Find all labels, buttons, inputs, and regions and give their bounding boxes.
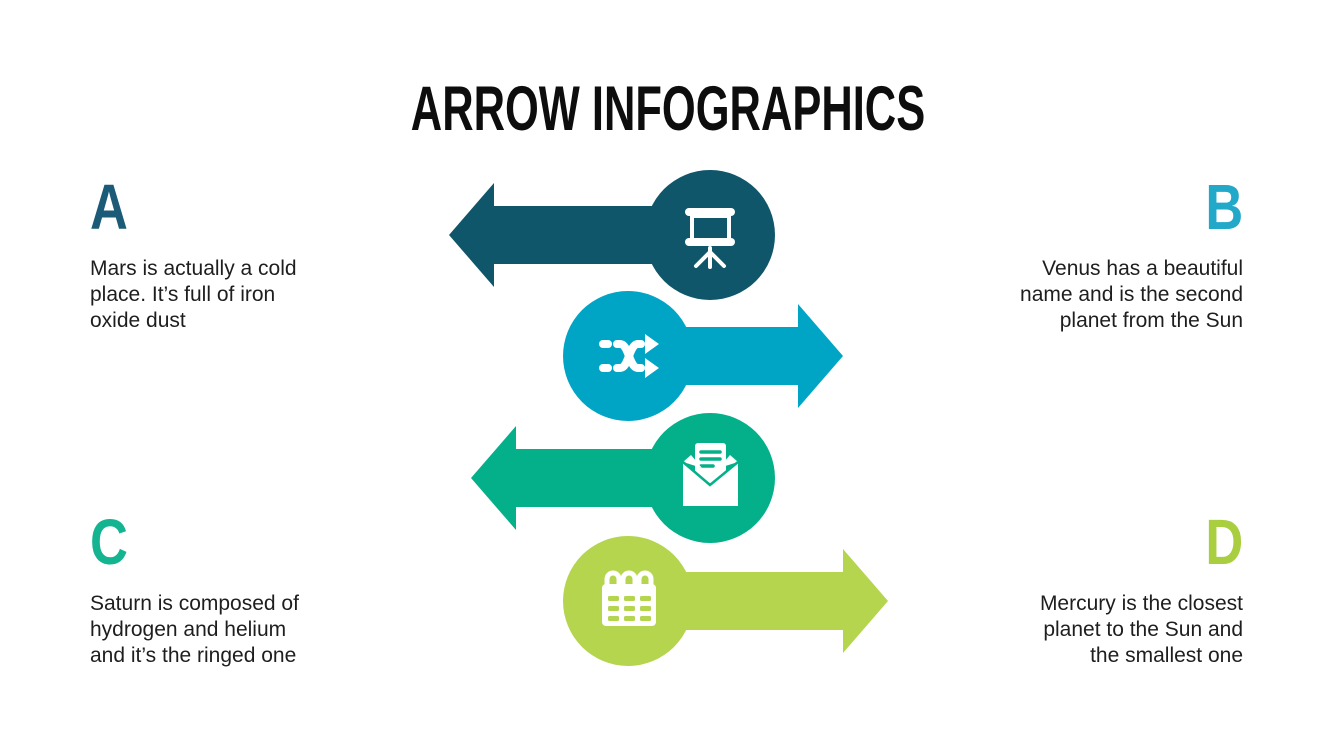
item-a-block: A Mars is actually a cold place. It’s fu… (90, 175, 370, 334)
item-b-description: Venus has a beautiful name and is the se… (1020, 257, 1243, 332)
arrow-c-head (471, 426, 516, 530)
item-d-description: Mercury is the closest planet to the Sun… (1039, 592, 1243, 667)
item-a-description: Mars is actually a cold place. It’s full… (90, 257, 297, 332)
item-c-description: Saturn is composed of hydrogen and heliu… (90, 592, 299, 667)
arrow-a (449, 170, 775, 300)
item-d-block: D Mercury is the closest planet to the S… (963, 510, 1243, 669)
arrow-a-circle (645, 170, 775, 300)
arrow-d (563, 536, 888, 666)
page-title: ARROW INFOGRAPHICS (410, 74, 926, 144)
calendar-icon (602, 570, 656, 626)
arrow-d-head (843, 549, 888, 653)
item-c-letter: C (90, 506, 128, 578)
presentation-board-icon (685, 208, 735, 269)
shuffle-icon (599, 334, 659, 378)
item-a-letter: A (90, 171, 128, 243)
item-c-block: C Saturn is composed of hydrogen and hel… (90, 510, 370, 669)
arrow-b (563, 291, 843, 421)
item-b-block: B Venus has a beautiful name and is the … (963, 175, 1243, 334)
open-envelope-icon (682, 443, 739, 506)
arrow-b-head (798, 304, 843, 408)
arrow-c (471, 413, 775, 543)
item-d-letter: D (1205, 506, 1243, 578)
arrow-a-head (449, 183, 494, 287)
item-b-letter: B (1205, 171, 1243, 243)
